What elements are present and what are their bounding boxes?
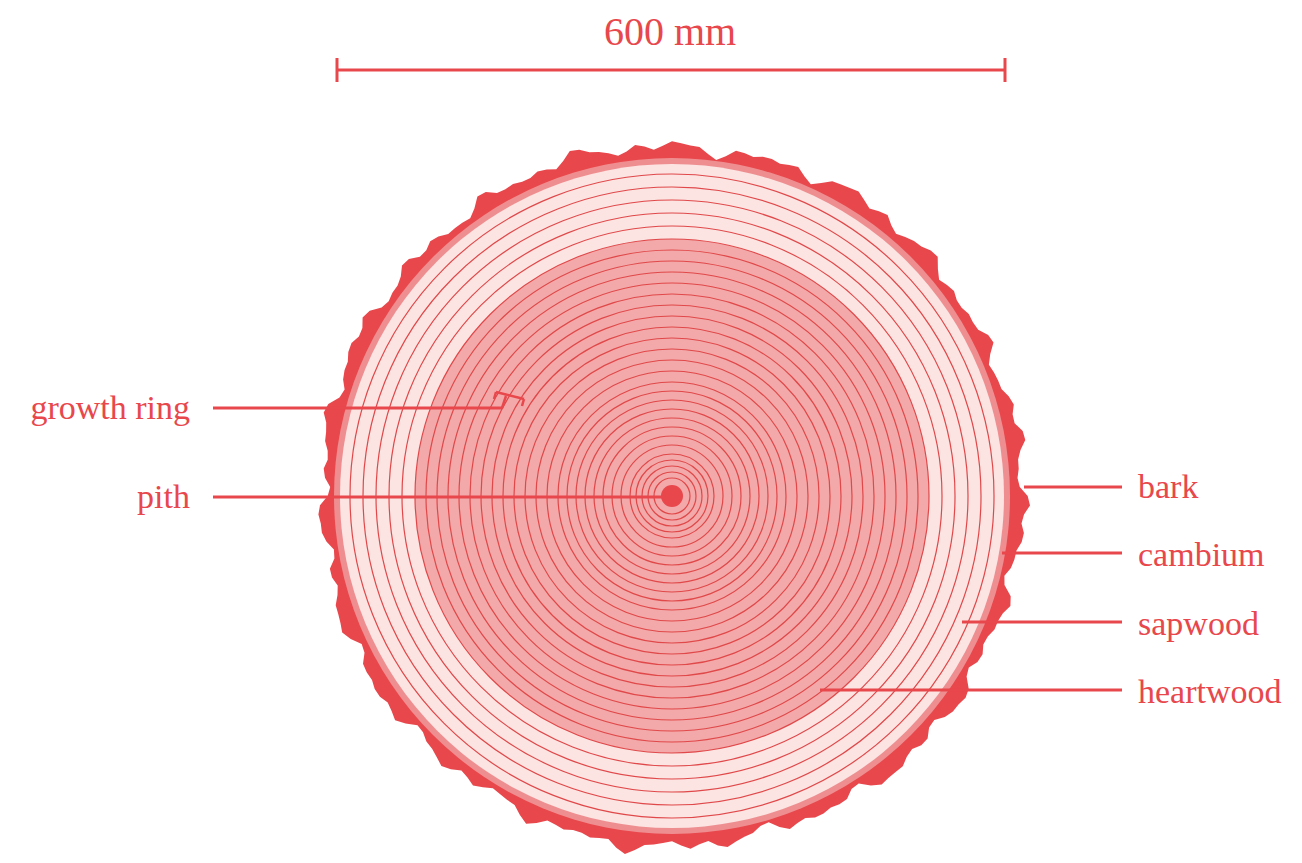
part-label: sapwood (1138, 604, 1259, 644)
part-label: bark (1138, 467, 1198, 507)
part-label: cambium (1138, 535, 1265, 575)
dimension-line (337, 58, 1005, 82)
part-label: pith (137, 477, 190, 517)
pith-dot (661, 485, 683, 507)
dimension-label: 600 mm (604, 9, 736, 55)
part-label: growth ring (30, 388, 190, 428)
leader-lines (213, 392, 1122, 690)
part-label: heartwood (1138, 672, 1282, 712)
